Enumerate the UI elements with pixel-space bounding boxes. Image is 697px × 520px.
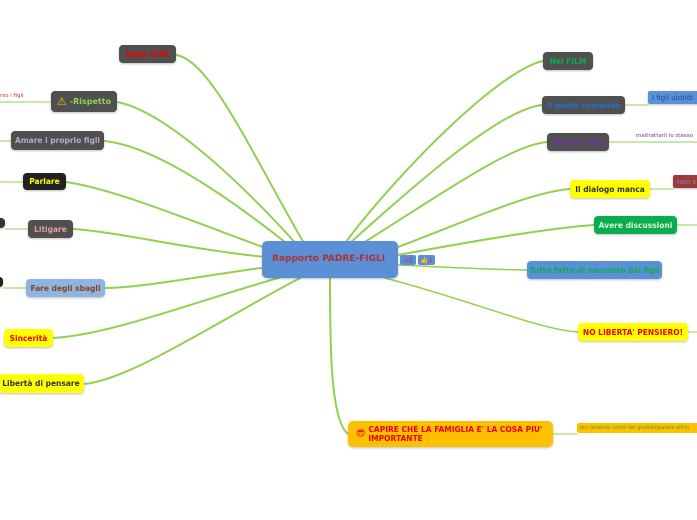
node-liberta-pensare[interactable]: Libertà di pensare xyxy=(0,374,84,393)
warning-icon: ⚠ xyxy=(56,95,67,108)
like-count: 1 xyxy=(428,256,433,264)
node-nel-film[interactable]: Nel FILM xyxy=(543,52,593,70)
child-non-s[interactable]: non s xyxy=(673,175,697,188)
node-rispetto[interactable]: ⚠-Rispetto xyxy=(51,91,117,112)
node-parlare[interactable]: Parlare xyxy=(23,173,66,190)
collapsed-child[interactable] xyxy=(0,277,3,287)
collapsed-child[interactable] xyxy=(0,218,5,228)
child-rispetto[interactable]: rso i figli xyxy=(0,93,24,99)
node-sincerita[interactable]: Sincerità xyxy=(4,329,53,347)
node-capire-famiglia[interactable]: 😎CAPIRE CHE LA FAMIGLIA E' LA COSA PIU' … xyxy=(348,421,553,447)
central-topic[interactable]: Rapporto PADRE-FIGLI xyxy=(262,241,398,278)
comment-count: 2 xyxy=(408,256,413,264)
node-tutto-nascosto[interactable]: Tutto fatto di nascosto dai figli xyxy=(527,261,662,279)
node-padre-comanda[interactable]: Il padre comanda xyxy=(542,96,625,114)
sunglasses-emoji-icon: 😎 xyxy=(356,428,366,439)
likes-badge[interactable]: 👍1 xyxy=(418,255,435,265)
node-nella-vita[interactable]: Nella VITA xyxy=(119,45,176,63)
node-avere-discussioni[interactable]: Avere discussioni xyxy=(594,216,677,234)
child-pur-tenendo[interactable]: pur tenendo conto del giudizio/parere al… xyxy=(577,423,697,433)
child-figli-ubbidiscono[interactable]: I figli ubbidi xyxy=(648,91,697,104)
node-dialogo-manca[interactable]: Il dialogo manca xyxy=(570,180,650,198)
node-label: -Rispetto xyxy=(69,97,112,106)
node-no-liberta[interactable]: NO LIBERTA' PENSIERO! xyxy=(578,323,688,341)
child-maltrattarli[interactable]: maltrattarli lo stesso xyxy=(636,133,693,139)
node-fare-sbagli[interactable]: Fare degli sbagli xyxy=(26,279,105,297)
node-amare-proprio-figli[interactable]: Amare i proprio figli xyxy=(11,131,104,150)
comment-icon: ▭ xyxy=(403,256,409,264)
node-litigare[interactable]: Litigare xyxy=(28,220,73,238)
thumbs-up-icon: 👍 xyxy=(420,256,429,264)
node-label: CAPIRE CHE LA FAMIGLIA E' LA COSA PIU' I… xyxy=(368,425,543,443)
node-amare-figli[interactable]: Amare i figli xyxy=(547,133,609,151)
comments-badge[interactable]: ▭2 xyxy=(400,255,416,265)
